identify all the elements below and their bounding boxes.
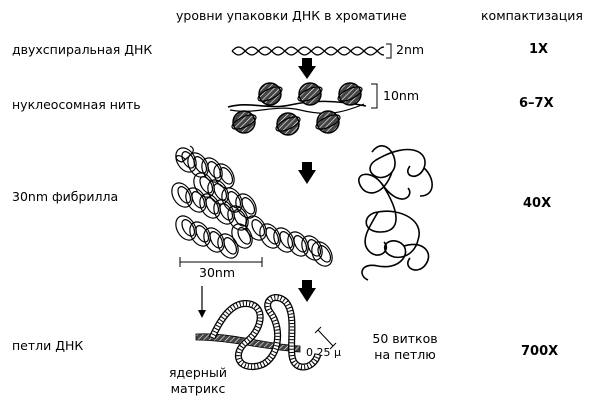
fibril-coil-inner — [193, 156, 208, 174]
nucleosome-bead — [258, 82, 282, 106]
fibril-coil-inner — [265, 227, 280, 245]
compaction-column-title: компактизация — [481, 8, 583, 23]
nucleosome-bead — [338, 82, 362, 106]
level-label-double-helix: двухспиральная ДНК — [12, 42, 153, 57]
fibril-coil-inner — [227, 191, 242, 209]
fibril-coil-inner — [279, 231, 294, 249]
loop-width-bracket — [314, 326, 337, 350]
fibril-coil-inner — [307, 239, 322, 257]
nuclear-matrix-label: ядерный матрикс — [160, 365, 236, 396]
compaction-1x: 1X — [529, 42, 549, 57]
fibril-coil-inner — [199, 176, 214, 194]
nucleosome-dna-wrap — [257, 86, 283, 102]
nucleosome-dna-wrap — [337, 86, 363, 102]
arrow-down-2 — [298, 162, 316, 184]
fibril-coil — [171, 182, 193, 208]
fibril-coil-inner — [293, 235, 308, 253]
fibril-coil — [207, 179, 229, 205]
fibril-coil — [287, 231, 309, 257]
level-label-30nm-fibril: 30nm фибрилла — [12, 189, 119, 204]
fibril-coil-inner — [195, 225, 210, 243]
nucleosome-dna-wrap — [231, 114, 257, 130]
loop-turns-line1: 50 витков — [372, 331, 438, 346]
fibril-scale-bar — [179, 257, 263, 267]
compaction-6-7x: 6–7X — [519, 96, 554, 111]
fibril-coil-inner — [181, 151, 196, 169]
dna-width-bracket — [386, 43, 392, 59]
nucleosome-bead — [298, 82, 322, 106]
fibril-coil-inner — [181, 219, 196, 237]
fibril-coil-inner — [219, 167, 234, 185]
fibril-coil — [259, 223, 281, 249]
nucleosome-dna-wrap — [297, 86, 323, 102]
loop-turns-note: 50 витков на петлю — [368, 331, 442, 362]
fibril-coil — [217, 233, 239, 259]
level-label-nucleosome-fiber: нуклеосомная нить — [12, 97, 141, 112]
arrow-down-3 — [298, 280, 316, 302]
compaction-700x: 700X — [521, 344, 559, 359]
nucleosome-dna-wrap — [275, 116, 301, 132]
nucleosome-dna-wrap — [315, 114, 341, 130]
nuclear-matrix-line1: ядерный — [169, 365, 227, 380]
nuclear-matrix-line2: матрикс — [170, 380, 226, 396]
fibril-coil — [301, 235, 323, 261]
arrow-down-1 — [298, 58, 316, 79]
fibril-coil — [245, 215, 267, 241]
fibril-coil — [273, 227, 295, 253]
loop-turns-line2: на петлю — [374, 346, 436, 362]
loop-width-label: 0.25 μ — [306, 346, 341, 359]
fibril-coil-inner — [317, 245, 332, 263]
zigzag-loop-model — [358, 145, 433, 281]
compaction-40x: 40X — [523, 196, 552, 211]
fibril-coil-inner — [177, 186, 192, 204]
fibril-coil-inner — [207, 161, 222, 179]
dna-loops — [208, 294, 322, 371]
matrix-pointer-arrow — [198, 286, 206, 318]
nucleosome-width-label: 10nm — [383, 88, 420, 103]
diagram-title: уровни упаковки ДНК в хроматине — [176, 8, 407, 23]
fibril-coil-inner — [241, 197, 256, 215]
fibril-coil — [311, 241, 333, 267]
dna-width-label: 2nm — [396, 42, 425, 57]
fibril-coil-inner — [209, 231, 224, 249]
fibril-coil — [231, 223, 253, 249]
nucleosome-fiber — [227, 82, 367, 136]
fibril-coil-inner — [191, 191, 206, 209]
fibril-coil — [235, 193, 257, 219]
nucleosome-bead — [316, 110, 340, 134]
fibril-coil — [175, 147, 197, 173]
double-helix-dna — [231, 46, 385, 56]
nucleosome-bead — [276, 112, 300, 136]
nucleosome-bead — [232, 110, 256, 134]
fibril-free-end — [175, 145, 194, 163]
solenoid-fibril — [171, 145, 333, 267]
fibril-width-label: 30nm — [199, 265, 236, 280]
fibril-coil-inner — [251, 219, 266, 237]
fibril-coil-inner — [223, 237, 238, 255]
level-label-dna-loops: петли ДНК — [12, 338, 84, 353]
nucleosome-width-bracket — [371, 83, 378, 109]
